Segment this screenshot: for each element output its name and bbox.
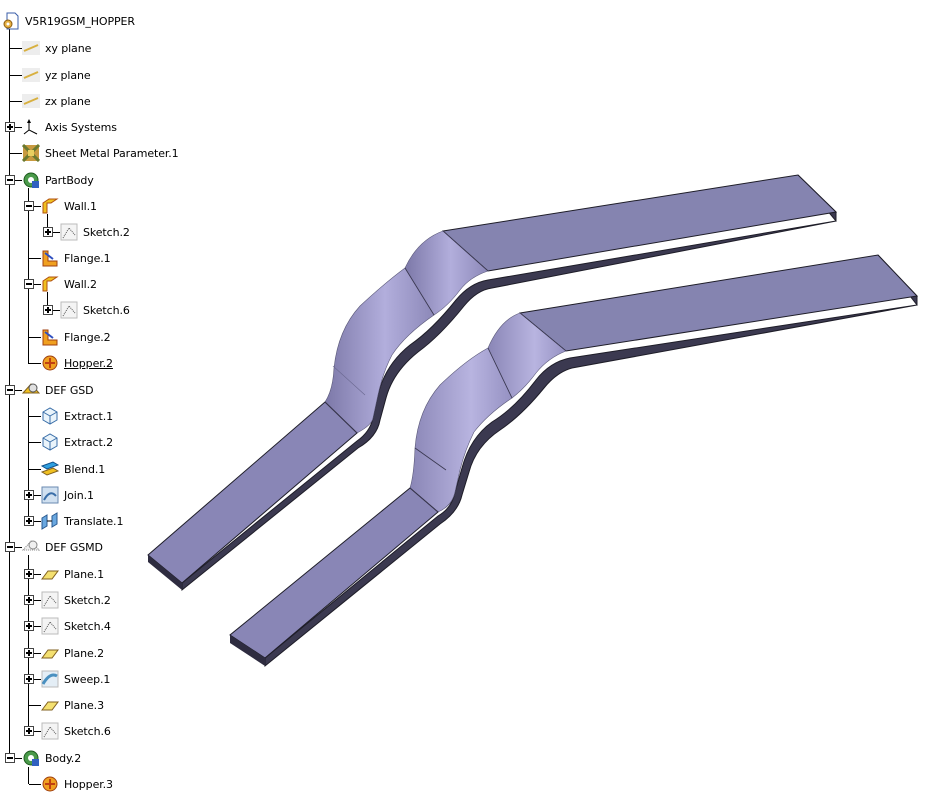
hopper-icon	[41, 354, 59, 372]
tree-node-extract-2[interactable]: Extract.2	[41, 432, 113, 452]
tree-node-flange-2[interactable]: Flange.2	[41, 327, 111, 347]
tree-node-xy-plane[interactable]: xy plane	[22, 38, 91, 58]
expand-toggle[interactable]	[43, 227, 53, 237]
tree-node-plane-1[interactable]: Plane.1	[41, 564, 104, 584]
body-gear-icon	[22, 171, 40, 189]
tree-node-def-gsmd[interactable]: DEF GSMD	[21, 537, 103, 557]
plane-feature-icon	[41, 565, 59, 583]
tree-node-axis-systems[interactable]: Axis Systems	[22, 117, 117, 137]
tree-node-flange-1[interactable]: Flange.1	[41, 248, 111, 268]
sketch-icon	[60, 223, 78, 241]
flange-icon	[41, 328, 59, 346]
blend-icon	[40, 460, 60, 478]
collapse-toggle[interactable]	[5, 385, 15, 395]
sketch-icon	[60, 301, 78, 319]
collapse-toggle[interactable]	[5, 175, 15, 185]
expand-toggle[interactable]	[24, 595, 34, 605]
tree-node-sketch-6-gsmd[interactable]: Sketch.6	[41, 721, 111, 741]
extract-icon	[41, 433, 59, 451]
sketch-icon	[41, 617, 59, 635]
tree-trunk	[28, 398, 29, 522]
expand-toggle[interactable]	[24, 621, 34, 631]
tree-node-sweep-1[interactable]: Sweep.1	[41, 669, 110, 689]
sketch-icon	[41, 722, 59, 740]
tree-root-label: V5R19GSM_HOPPER	[25, 14, 135, 28]
wall-icon	[41, 197, 59, 215]
plane-feature-icon	[41, 696, 59, 714]
axis-system-icon	[22, 118, 40, 136]
expand-toggle[interactable]	[24, 726, 34, 736]
expand-toggle[interactable]	[24, 490, 34, 500]
specification-tree: V5R19GSM_HOPPER xy plane yz plane zx pla…	[0, 0, 230, 799]
expand-toggle[interactable]	[5, 122, 15, 132]
tree-node-sketch-6[interactable]: Sketch.6	[60, 300, 130, 320]
collapse-toggle[interactable]	[24, 279, 34, 289]
tree-root[interactable]: V5R19GSM_HOPPER	[2, 11, 135, 31]
tree-node-blend-1[interactable]: Blend.1	[40, 459, 105, 479]
tree-trunk	[28, 555, 29, 732]
tree-node-extract-1[interactable]: Extract.1	[41, 406, 113, 426]
tree-node-sketch-2-gsmd[interactable]: Sketch.2	[41, 590, 111, 610]
tree-node-translate-1[interactable]: Translate.1	[41, 511, 123, 531]
tree-node-yz-plane[interactable]: yz plane	[22, 65, 91, 85]
tree-node-body-2[interactable]: Body.2	[22, 748, 81, 768]
tree-node-sheet-metal-parameter[interactable]: Sheet Metal Parameter.1	[21, 143, 179, 163]
expand-toggle[interactable]	[24, 648, 34, 658]
plane-icon	[22, 92, 40, 110]
tree-trunk	[28, 767, 29, 784]
tree-node-zx-plane[interactable]: zx plane	[22, 91, 91, 111]
expand-toggle[interactable]	[24, 569, 34, 579]
expand-toggle[interactable]	[24, 516, 34, 526]
extract-icon	[41, 407, 59, 425]
translate-icon	[41, 512, 59, 530]
hopper-part-2[interactable]	[229, 254, 919, 668]
collapse-toggle[interactable]	[5, 753, 15, 763]
tree-node-partbody[interactable]: PartBody	[22, 170, 94, 190]
expand-toggle[interactable]	[43, 305, 53, 315]
tree-node-hopper-3[interactable]: Hopper.3	[41, 774, 113, 794]
body-gear-icon	[22, 749, 40, 767]
tree-node-hopper-2[interactable]: Hopper.2	[41, 353, 113, 373]
join-icon	[41, 486, 59, 504]
plane-icon	[22, 66, 40, 84]
hopper-part-1[interactable]	[147, 174, 838, 592]
sheet-metal-parameter-icon	[21, 143, 41, 163]
collapse-toggle[interactable]	[24, 201, 34, 211]
sketch-icon	[41, 591, 59, 609]
tree-node-def-gsd[interactable]: DEF GSD	[21, 380, 94, 400]
wall-icon	[41, 275, 59, 293]
tree-node-join-1[interactable]: Join.1	[41, 485, 94, 505]
tree-node-sketch-4[interactable]: Sketch.4	[41, 616, 111, 636]
expand-toggle[interactable]	[24, 674, 34, 684]
tree-node-sketch-2[interactable]: Sketch.2	[60, 222, 130, 242]
plane-feature-icon	[41, 644, 59, 662]
3d-viewport[interactable]	[140, 160, 928, 700]
geometrical-set-icon	[21, 538, 41, 556]
tree-node-plane-3[interactable]: Plane.3	[41, 695, 104, 715]
geometrical-set-icon	[21, 381, 41, 399]
collapse-toggle[interactable]	[5, 542, 15, 552]
tree-node-wall-2[interactable]: Wall.2	[41, 274, 97, 294]
plane-icon	[22, 39, 40, 57]
sweep-icon	[41, 670, 59, 688]
tree-node-plane-2[interactable]: Plane.2	[41, 643, 104, 663]
tree-node-wall-1[interactable]: Wall.1	[41, 196, 97, 216]
part-document-icon	[2, 12, 20, 30]
tree-trunk	[28, 188, 29, 364]
hopper-icon	[41, 775, 59, 793]
flange-icon	[41, 249, 59, 267]
